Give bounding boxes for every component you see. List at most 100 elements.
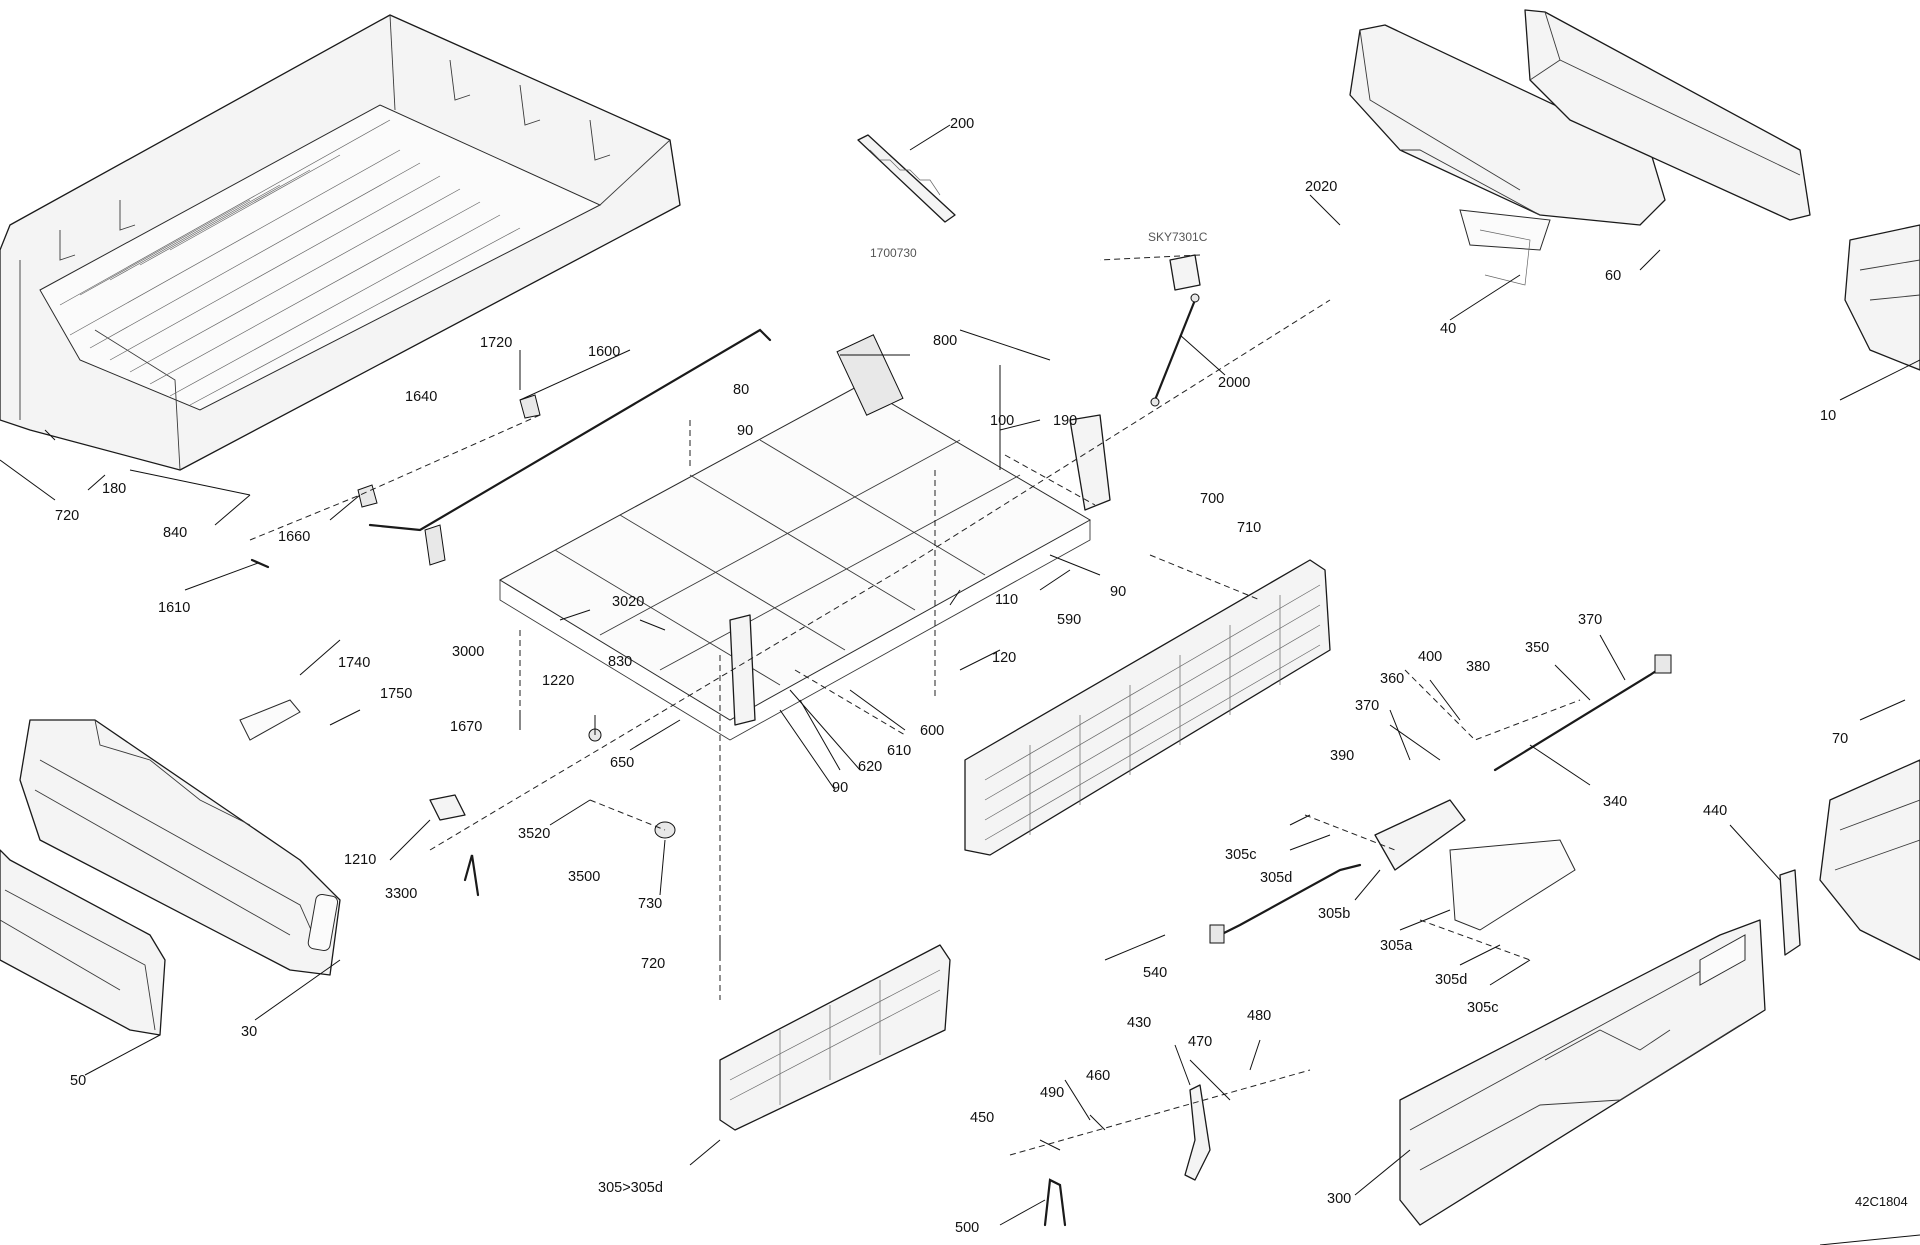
callout-3520: 3520 — [518, 826, 550, 842]
callout-305d-b: 305d — [1435, 972, 1467, 988]
callout-1720: 1720 — [480, 335, 512, 351]
callout-1740: 1740 — [338, 655, 370, 671]
callout-1640: 1640 — [405, 389, 437, 405]
callout-370a: 370 — [1355, 698, 1379, 714]
callout-650: 650 — [610, 755, 634, 771]
latch-rod-340 — [1493, 654, 1672, 772]
callout-350: 350 — [1525, 640, 1549, 656]
callout-1600: 1600 — [588, 344, 620, 360]
handle-540 — [1209, 863, 1362, 944]
callout-620: 620 — [858, 759, 882, 775]
callout-460: 460 — [1086, 1068, 1110, 1084]
callout-1750: 1750 — [380, 686, 412, 702]
callout-440: 440 — [1703, 803, 1727, 819]
callout-90a: 90 — [737, 423, 753, 439]
callout-40: 40 — [1440, 321, 1456, 337]
callout-800: 800 — [933, 333, 957, 349]
side-panel-60 — [1524, 9, 1811, 221]
cable-rod-1600 — [368, 328, 772, 566]
faint-label-2: SKY7301C — [1148, 230, 1208, 244]
callout-390: 390 — [1330, 748, 1354, 764]
callout-305c-b: 305c — [1467, 1000, 1498, 1016]
callout-360: 360 — [1380, 671, 1404, 687]
callout-90b: 90 — [1110, 584, 1126, 600]
callout-380: 380 — [1466, 659, 1490, 675]
callout-470: 470 — [1188, 1034, 1212, 1050]
callout-10: 10 — [1820, 408, 1836, 424]
latch-1210 — [429, 794, 466, 821]
callout-370b: 370 — [1578, 612, 1602, 628]
callout-830: 830 — [608, 654, 632, 670]
callout-430: 430 — [1127, 1015, 1151, 1031]
callout-2020: 2020 — [1305, 179, 1337, 195]
cargo-frame — [498, 334, 1111, 741]
callout-305a: 305a — [1380, 938, 1413, 954]
bracket-440 — [1779, 869, 1801, 956]
callout-305b: 305b — [1318, 906, 1350, 922]
callout-540: 540 — [1143, 965, 1167, 981]
callout-100: 100 — [990, 413, 1014, 429]
callout-300: 300 — [1327, 1191, 1351, 1207]
callout-180: 180 — [102, 481, 126, 497]
cargo-box-part — [0, 14, 681, 471]
corner-panel-10 — [1844, 224, 1920, 371]
callout-60: 60 — [1605, 268, 1621, 284]
callout-840: 840 — [163, 525, 187, 541]
callout-305-range: 305>305d — [598, 1180, 663, 1196]
side-panel-70 — [1819, 759, 1920, 961]
gas-strut-2000 — [1150, 293, 1200, 407]
callout-50: 50 — [70, 1073, 86, 1089]
callout-80: 80 — [733, 382, 749, 398]
hinge-bracket-2020 — [1169, 254, 1201, 291]
callout-3000: 3000 — [452, 644, 484, 660]
reference-code: 42C1804 — [1855, 1194, 1908, 1209]
callout-1210: 1210 — [344, 852, 376, 868]
tailgate-outer-panel-300 — [1399, 919, 1766, 1226]
latch-assembly-305b — [1374, 799, 1576, 931]
callout-490: 490 — [1040, 1085, 1064, 1101]
callout-190: 190 — [1053, 413, 1077, 429]
clip-1660 — [357, 484, 378, 508]
callout-labels: 200 2020 40 60 10 800 2000 1720 1600 80 … — [55, 116, 1908, 1236]
callout-600: 600 — [920, 723, 944, 739]
callout-500: 500 — [955, 1220, 979, 1236]
callout-400: 400 — [1418, 649, 1442, 665]
bracket-200 — [857, 134, 956, 223]
side-panel-40 — [1349, 24, 1666, 286]
callout-1660: 1660 — [278, 529, 310, 545]
plate-1740 — [239, 699, 301, 741]
callout-590: 590 — [1057, 612, 1081, 628]
callout-700: 700 — [1200, 491, 1224, 507]
callout-720a: 720 — [55, 508, 79, 524]
callout-90c: 90 — [832, 780, 848, 796]
callout-1220: 1220 — [542, 673, 574, 689]
callout-110: 110 — [995, 592, 1018, 608]
side-panel-50 — [0, 849, 166, 1036]
callout-30: 30 — [241, 1024, 257, 1040]
hinge-430 — [1184, 1084, 1211, 1181]
callout-3300: 3300 — [385, 886, 417, 902]
callout-1670: 1670 — [450, 719, 482, 735]
leader-lines — [0, 124, 1920, 1245]
callout-2000: 2000 — [1218, 375, 1250, 391]
callout-3500: 3500 — [568, 869, 600, 885]
callout-610: 610 — [887, 743, 911, 759]
tailgate-inner-grid — [964, 559, 1331, 856]
side-panel-30 — [19, 719, 341, 976]
lower-grid-panel — [719, 944, 951, 1131]
callout-305c-a: 305c — [1225, 847, 1256, 863]
callout-3020: 3020 — [612, 594, 644, 610]
callout-480: 480 — [1247, 1008, 1271, 1024]
callout-120: 120 — [992, 650, 1016, 666]
callout-1610: 1610 — [158, 600, 190, 616]
pin-1610 — [250, 558, 270, 569]
callout-450: 450 — [970, 1110, 994, 1126]
callout-710: 710 — [1237, 520, 1261, 536]
callout-720b: 720 — [641, 956, 665, 972]
callout-340: 340 — [1603, 794, 1627, 810]
callout-200: 200 — [950, 116, 974, 132]
callout-730: 730 — [638, 896, 662, 912]
callout-70: 70 — [1832, 731, 1848, 747]
faint-label-1: 1700730 — [870, 246, 917, 260]
